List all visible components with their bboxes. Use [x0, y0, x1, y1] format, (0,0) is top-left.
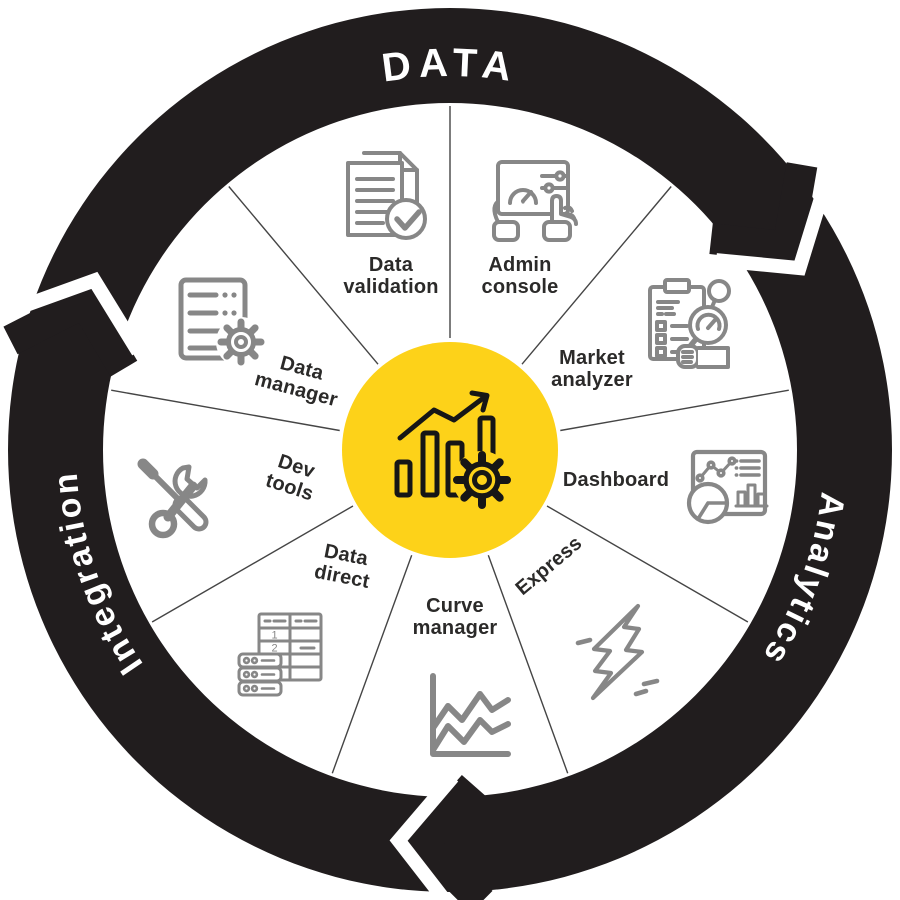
- charts-board-icon: [686, 449, 769, 525]
- table-cell-number: 2: [271, 643, 277, 655]
- ring-arrow-top-right: [709, 162, 818, 265]
- ring-label-data: DATA: [379, 41, 521, 91]
- ring-arrow-left: [3, 281, 138, 377]
- segment-label-curve-manager: Curve manager: [413, 595, 498, 639]
- segment-label-line: analyzer: [551, 369, 633, 391]
- segment-label-line: Curve: [426, 595, 484, 617]
- segment-label-dashboard: Dashboard: [563, 469, 669, 491]
- table-servers-icon: 1 2: [237, 612, 323, 697]
- segment-label-market-analyzer: Market analyzer: [551, 347, 633, 391]
- wedge-divider-lines: [111, 106, 789, 774]
- segment-label-data-validation: Data validation: [343, 254, 438, 298]
- document-check-icon: [346, 151, 427, 240]
- screwdriver-wrench-icon: [137, 458, 209, 539]
- segment-label-line: manager: [412, 617, 498, 639]
- line-graph-icon: [430, 673, 511, 757]
- clipboard-magnifier-icon: [648, 278, 731, 369]
- segment-label-line: Dashboard: [562, 469, 670, 491]
- table-cell-number: 1: [271, 630, 277, 642]
- segment-label-line: console: [481, 276, 559, 298]
- ring-arrow-bottom: [401, 774, 493, 900]
- tablet-hands-icon: [492, 160, 578, 242]
- ring-gap-left: [7, 271, 145, 356]
- ring-gap-bottom: [389, 772, 459, 900]
- segment-label-line: validation: [343, 276, 439, 298]
- server-gear-icon: [178, 277, 266, 367]
- segment-label-line: Data: [368, 254, 414, 276]
- segment-label-line: Market: [559, 347, 625, 369]
- ring-gap-top-right: [715, 179, 833, 276]
- segment-label-line: Admin: [488, 254, 552, 276]
- lightning-bolt-icon: [575, 603, 660, 701]
- segment-label-admin-console: Admin console: [482, 254, 559, 298]
- bar-chart-growth-gear-icon: [394, 390, 511, 509]
